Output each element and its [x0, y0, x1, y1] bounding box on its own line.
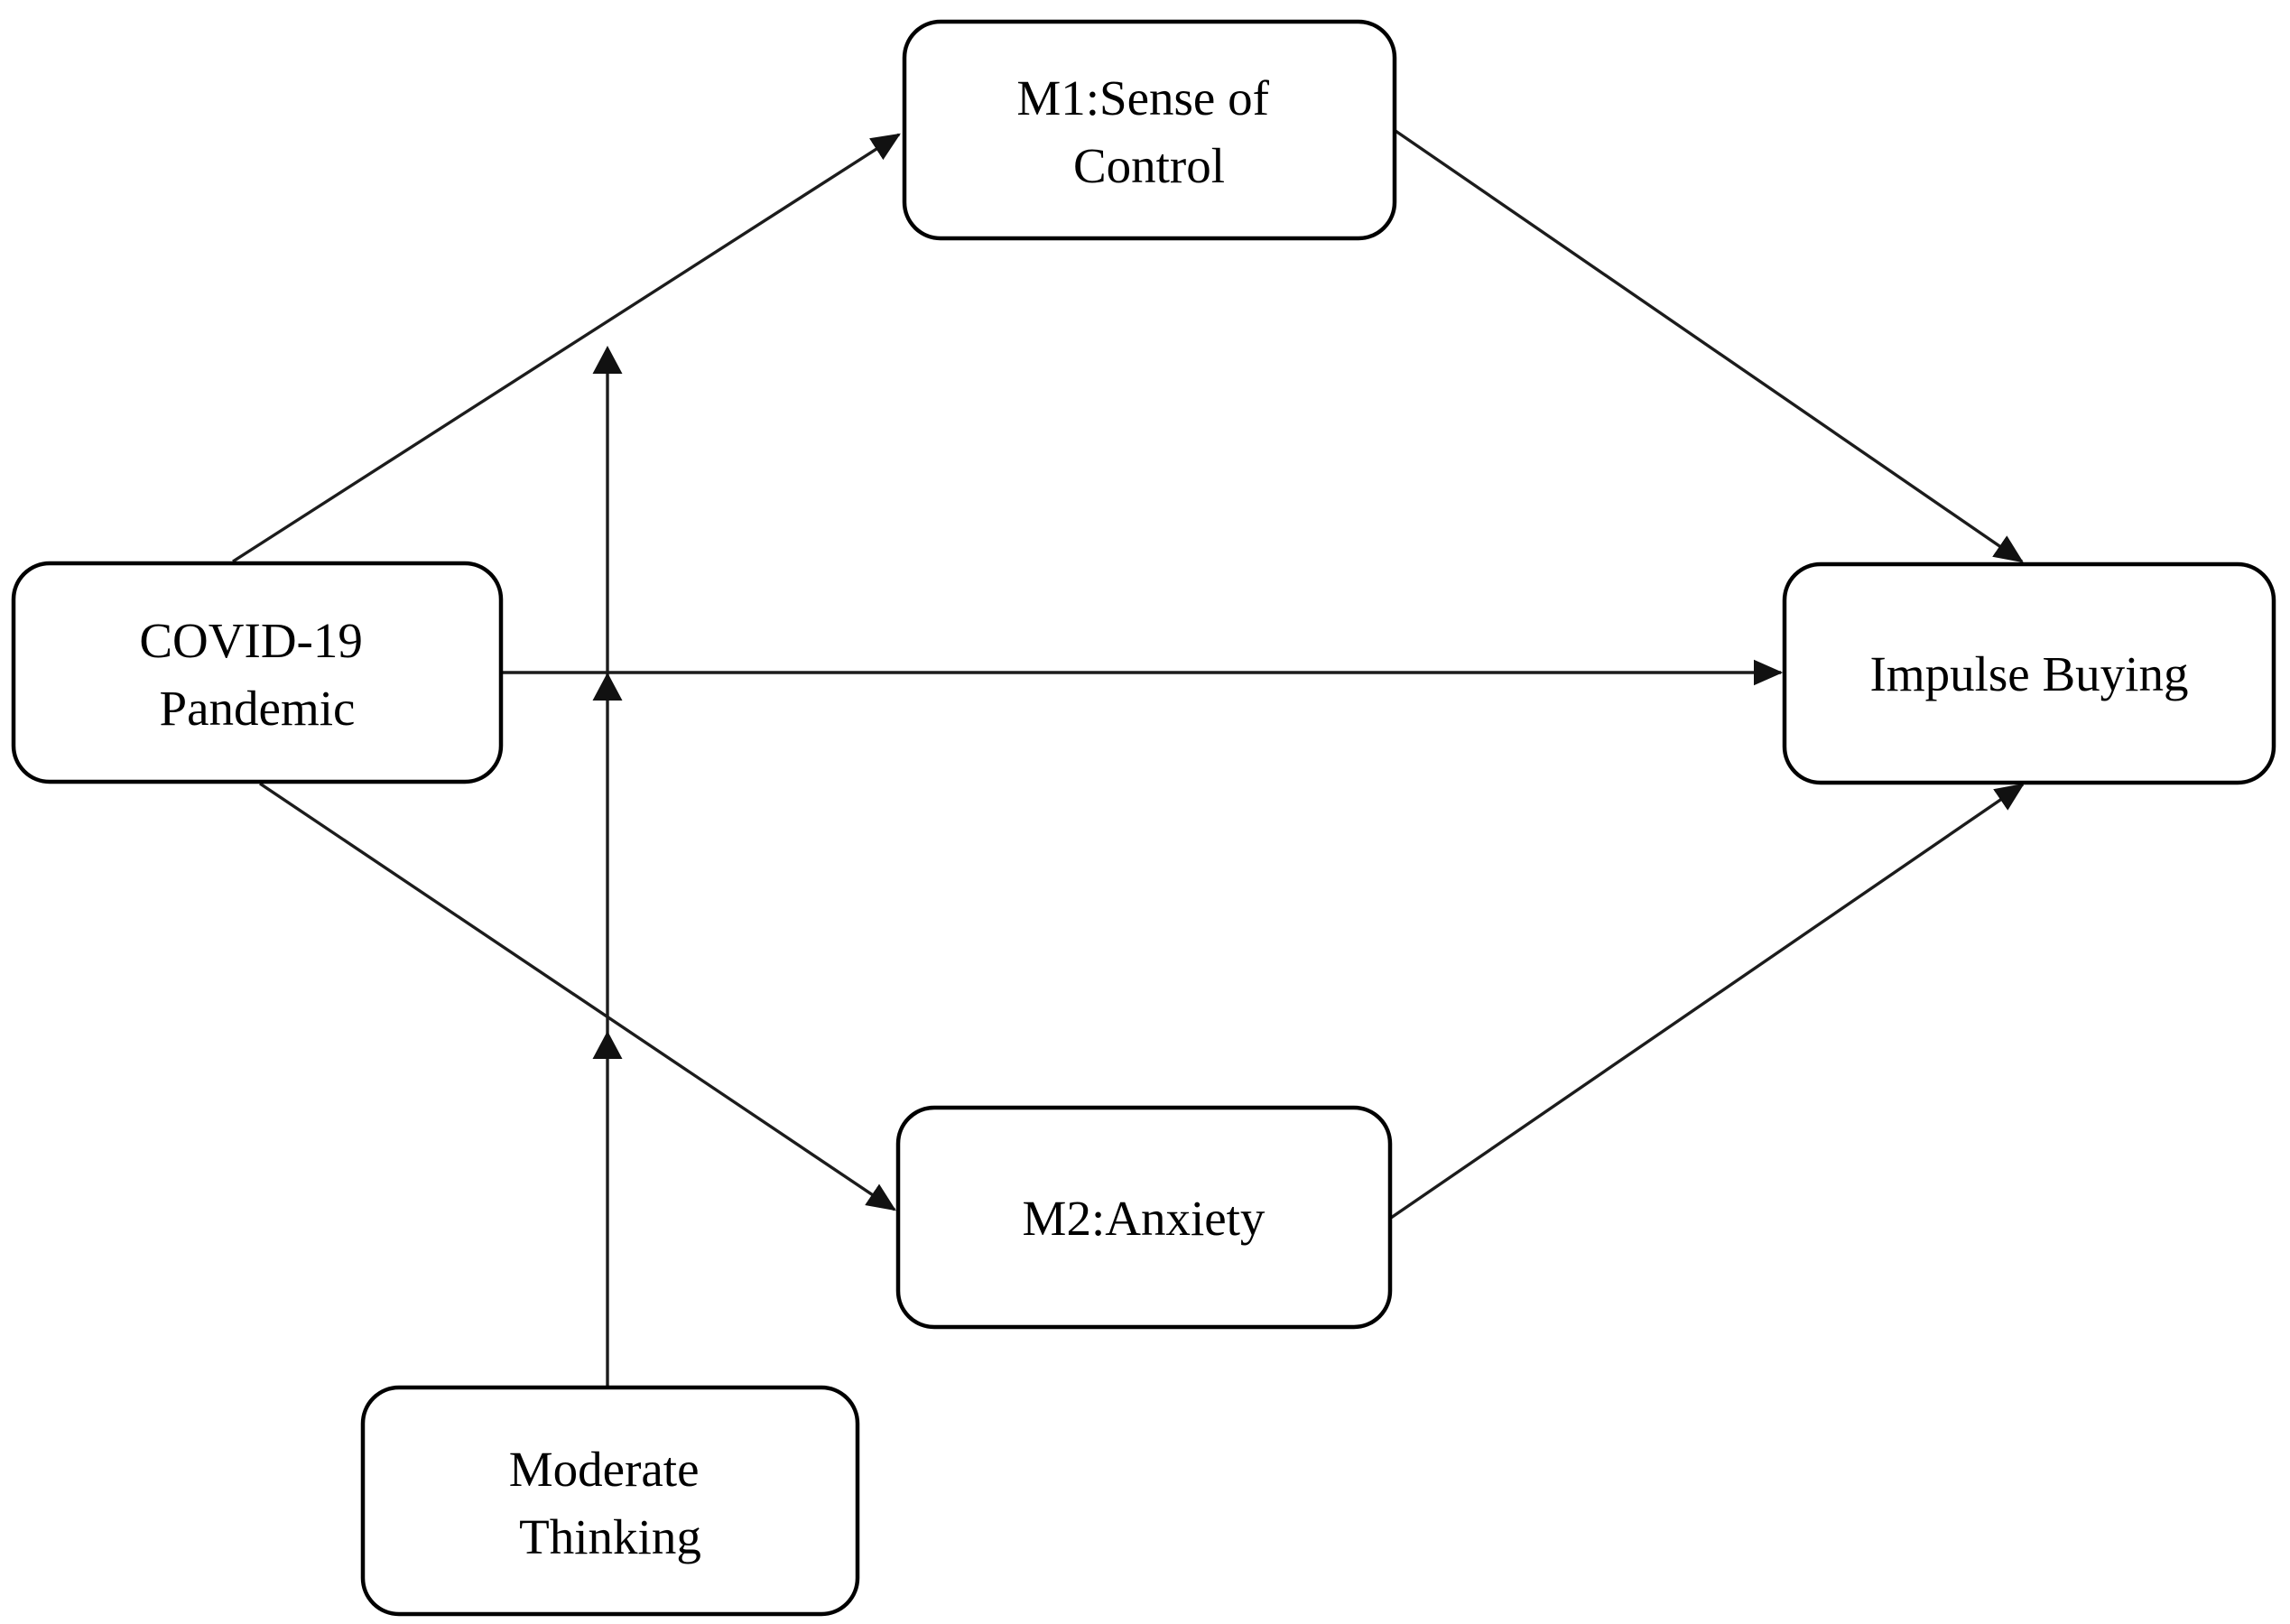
node-label-m2-line1: M2:Anxiety: [1023, 1191, 1266, 1246]
arrow-m2-to-impulse: [1390, 783, 2025, 1220]
node-label-m1-line1: M1:Sense of: [1016, 70, 1269, 125]
edge-layer: [232, 129, 2025, 1387]
node-box-m1: [902, 19, 1397, 241]
node-label-moderator-line2: Thinking: [519, 1509, 701, 1564]
arrow-covid-to-m2: [259, 782, 896, 1211]
node-label-m1-line2: Control: [1073, 138, 1225, 193]
node-label-covid-line2: Pandemic: [160, 681, 356, 736]
moderator-arrowhead-bottom-icon: [592, 1031, 623, 1059]
node-box-impulse: [1782, 561, 2276, 785]
node-box-m2: [895, 1105, 1393, 1330]
node-impulse-buying: Impulse Buying: [1782, 561, 2276, 785]
node-m2-anxiety: M2:Anxiety: [895, 1105, 1393, 1330]
node-label-moderator-line1: Moderate: [509, 1442, 700, 1497]
node-box-moderator: [360, 1385, 860, 1617]
moderator-arrowhead-middle-icon: [592, 673, 623, 701]
node-label-moderator: Moderate Thinking: [509, 1442, 712, 1564]
node-label-impulse-line1: Impulse Buying: [1870, 646, 2189, 701]
arrow-m1-to-impulse: [1395, 129, 2024, 563]
node-label-m2: M2:Anxiety: [1023, 1191, 1266, 1246]
node-label-impulse: Impulse Buying: [1870, 646, 2189, 701]
node-covid-pandemic: COVID-19 Pandemic: [11, 561, 504, 784]
arrow-covid-to-m1: [232, 133, 901, 563]
node-box-covid: [11, 561, 504, 784]
node-m1-sense-of-control: M1:Sense of Control: [902, 19, 1397, 241]
node-moderate-thinking: Moderate Thinking: [360, 1385, 860, 1617]
node-label-covid-line1: COVID-19: [139, 613, 362, 668]
node-label-m1: M1:Sense of Control: [1016, 70, 1281, 193]
moderator-arrowhead-top-icon: [592, 346, 623, 374]
node-label-covid: COVID-19 Pandemic: [139, 613, 375, 736]
